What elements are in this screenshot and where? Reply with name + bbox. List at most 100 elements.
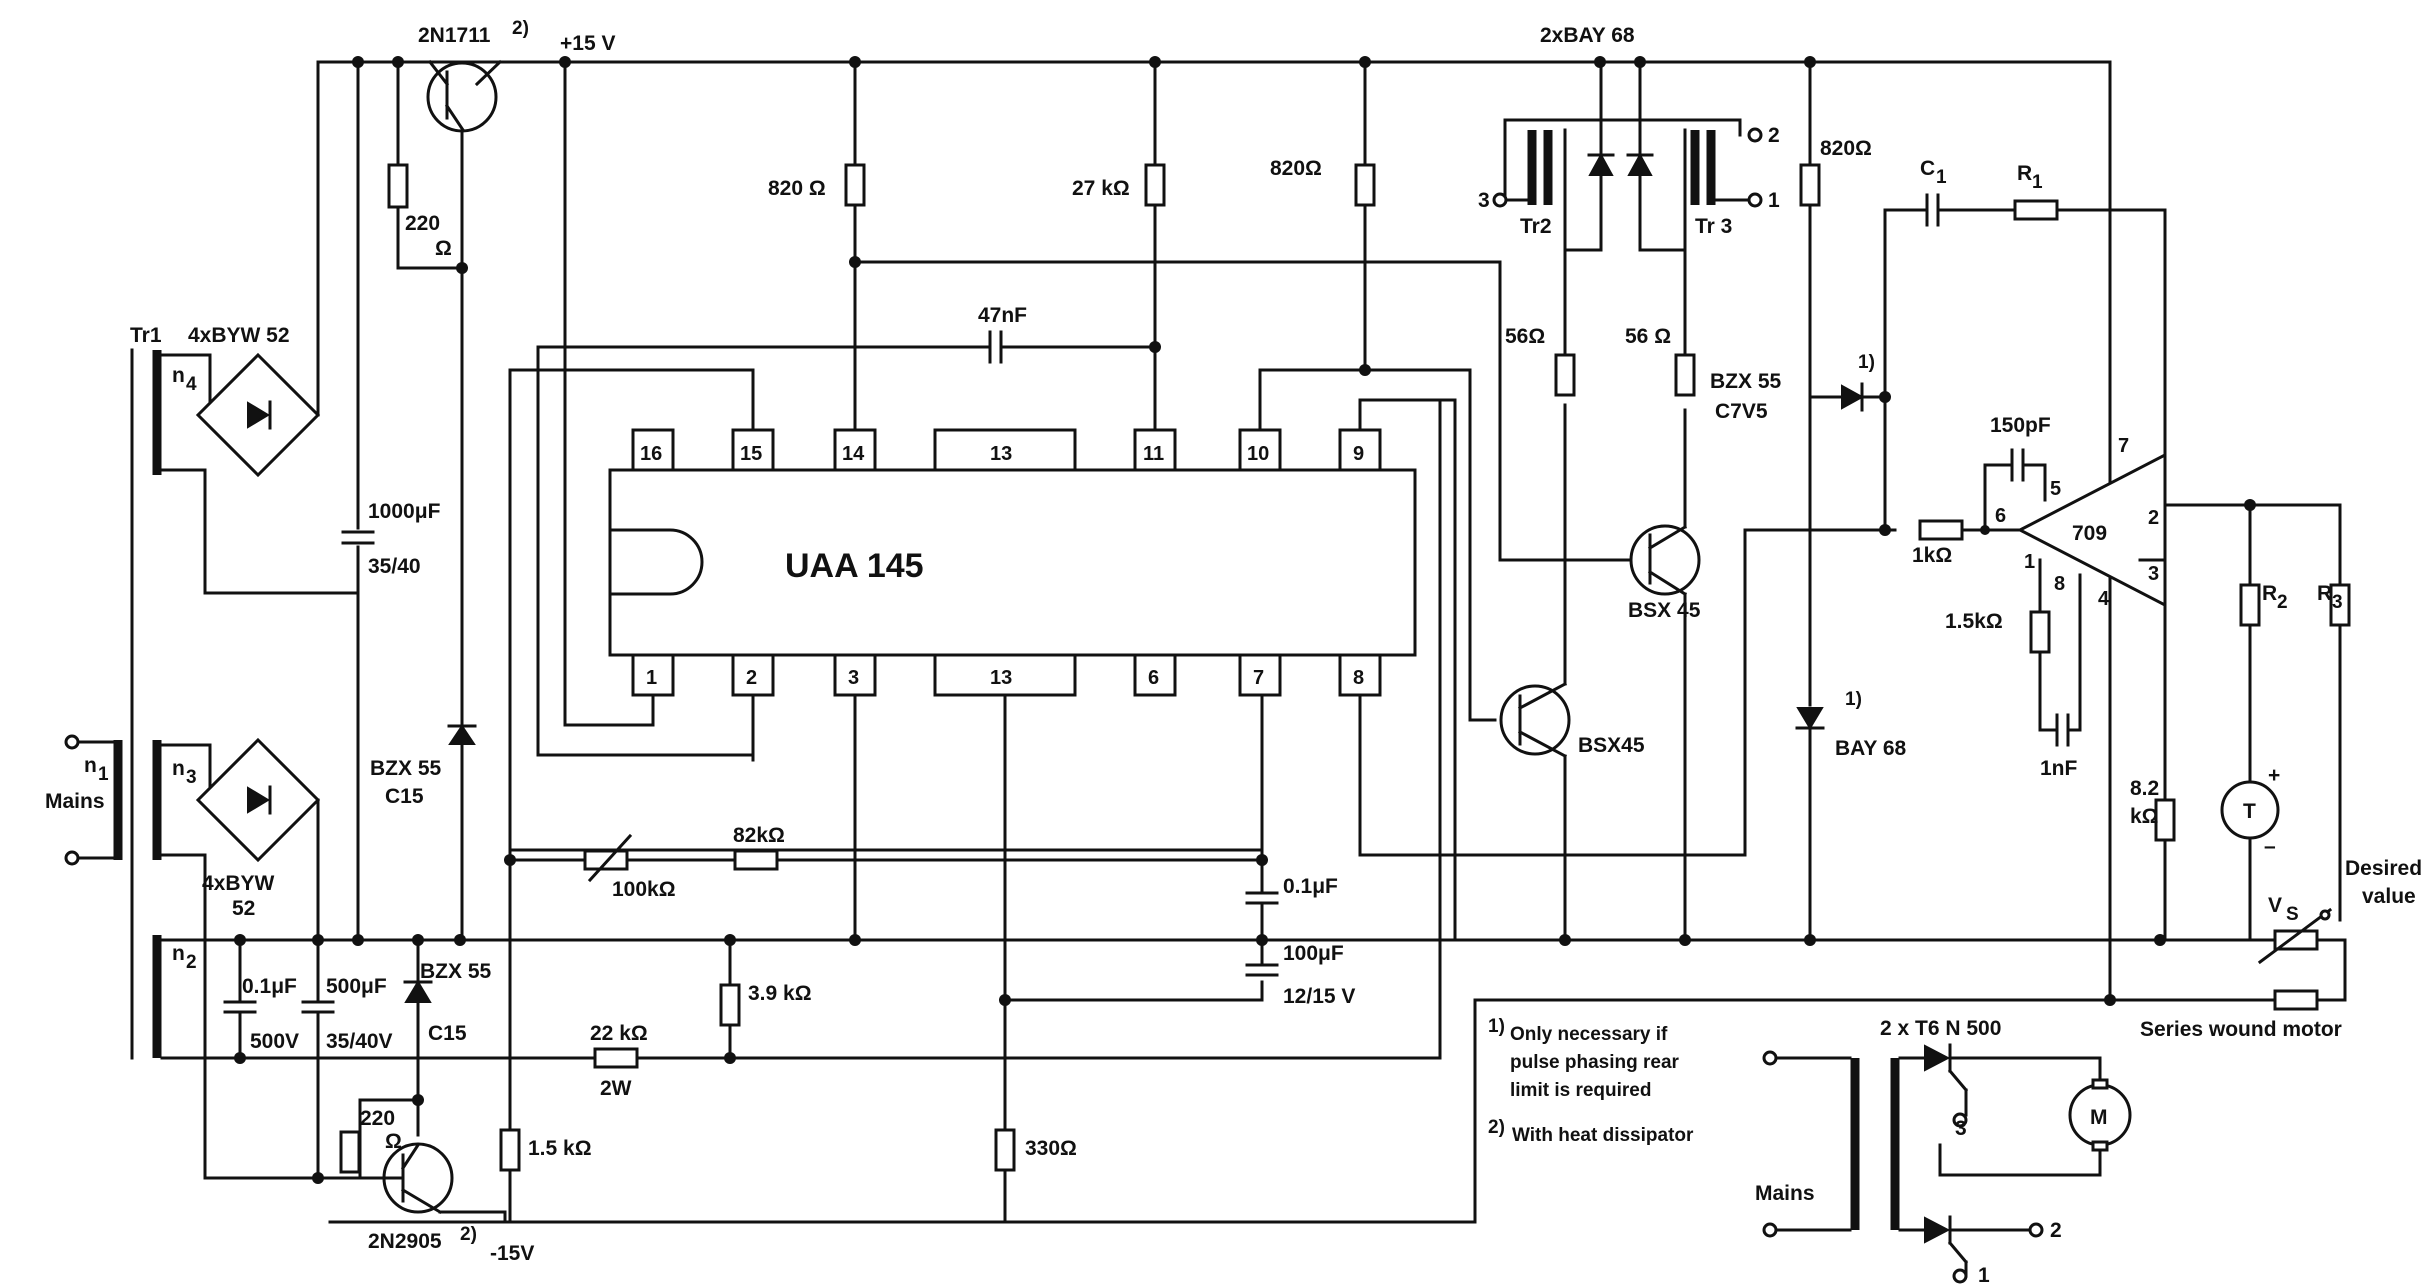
label-desired: Desired xyxy=(2345,857,2422,880)
label-bsx45-lower: BSX45 xyxy=(1578,734,1645,757)
label-c1: C xyxy=(1920,157,1935,180)
resistor-82k xyxy=(733,849,779,871)
transistor-2n2905 xyxy=(358,1142,454,1215)
potentiometer-100k xyxy=(583,849,629,871)
resistor-220-top xyxy=(387,163,409,209)
label-1000uf: 1000μF xyxy=(368,500,441,523)
label-c15-top: C15 xyxy=(385,785,424,808)
ic-pin-3: 3 xyxy=(848,667,859,689)
bridge-rectifier-bottom xyxy=(195,737,321,863)
resistor-1k5-left xyxy=(499,1128,521,1172)
resistor-56-a xyxy=(1554,353,1576,397)
resistor-1k xyxy=(1918,519,1964,541)
zener-bzx55-c15-top xyxy=(447,724,477,745)
resistor-330 xyxy=(994,1128,1016,1172)
label-footnote1-b: 1) xyxy=(1845,689,1862,710)
opamp-pin-3: 3 xyxy=(2148,563,2159,585)
label-52: 52 xyxy=(232,897,255,920)
label-56b: 56 Ω xyxy=(1625,325,1671,348)
ic-pin-10: 10 xyxy=(1247,443,1269,465)
label-100uf: 100μF xyxy=(1283,942,1344,965)
label-150pf: 150pF xyxy=(1990,414,2051,437)
ic-pin-6: 6 xyxy=(1148,667,1159,689)
ic-pin-2: 2 xyxy=(746,667,757,689)
label-vs-sub: S xyxy=(2286,904,2299,925)
opamp-pin-2: 2 xyxy=(2148,507,2159,529)
label-4xbyw52-top: 4xBYW 52 xyxy=(188,324,290,347)
label-2n2905-sup: 2) xyxy=(460,1224,477,1245)
ic-pin-15: 15 xyxy=(740,443,762,465)
label-2w: 2W xyxy=(600,1077,632,1100)
label-3k9: 3.9 kΩ xyxy=(748,982,812,1005)
label-2xbay68: 2xBAY 68 xyxy=(1540,24,1635,47)
ic-uaa145: UAA 145 16 15 14 13 11 10 9 1 2 3 13 6 7… xyxy=(608,428,1417,697)
label-220-top: 220 xyxy=(405,212,440,235)
label-thy-1: 1 xyxy=(1978,1264,1990,1284)
transistor-2n1711 xyxy=(426,59,503,272)
label-330: 330Ω xyxy=(1025,1137,1077,1160)
label-82k: 82kΩ xyxy=(733,824,785,847)
label-minus15v: -15V xyxy=(490,1242,534,1265)
ic-pin-8: 8 xyxy=(1353,667,1364,689)
label-minus: – xyxy=(2264,835,2276,858)
pulse-transformers xyxy=(1503,60,1742,252)
label-thy-3: 3 xyxy=(1955,1117,1967,1140)
resistor-27k xyxy=(1144,163,1166,207)
label-c1-sub: 1 xyxy=(1936,167,1947,188)
label-bay68: BAY 68 xyxy=(1835,737,1907,760)
mains-terminal-bottom xyxy=(64,850,80,866)
label-1k5-opamp: 1.5kΩ xyxy=(1945,610,2003,633)
label-500uf: 500μF xyxy=(326,975,387,998)
ic-pin-7: 7 xyxy=(1253,667,1264,689)
label-820c: 820Ω xyxy=(1820,137,1872,160)
label-mains-2: Mains xyxy=(1755,1182,1815,1205)
label-500v: 500V xyxy=(250,1030,299,1053)
transistor-bsx45-lower xyxy=(1499,681,1571,759)
label-bzx55-c7: BZX 55 xyxy=(1710,370,1782,393)
note2-line1: With heat dissipator xyxy=(1512,1125,1694,1146)
label-8k2-a: 8.2 xyxy=(2130,777,2159,800)
note1-sup: 1) xyxy=(1488,1016,1505,1037)
label-bzx55-top: BZX 55 xyxy=(370,757,442,780)
note1-line1: Only necessary if xyxy=(1510,1024,1668,1045)
mains-terminal-top xyxy=(64,734,80,750)
opamp-pin-4: 4 xyxy=(2098,588,2110,610)
label-2n2905: 2N2905 xyxy=(368,1230,442,1253)
label-r1: R xyxy=(2017,162,2032,185)
ic-pin-16: 16 xyxy=(640,443,662,465)
label-4xbyw: 4xBYW xyxy=(202,872,275,895)
label-56a: 56Ω xyxy=(1505,325,1545,348)
label-100k: 100kΩ xyxy=(612,878,676,901)
label-220-bottom: 220 xyxy=(360,1107,395,1130)
ic-pin-1: 1 xyxy=(646,667,657,689)
label-1k5-left: 1.5 kΩ xyxy=(528,1137,592,1160)
ic-pin-14: 14 xyxy=(842,443,865,465)
label-01uf-left: 0.1μF xyxy=(242,975,297,998)
transistor-bsx45-upper xyxy=(1629,408,1701,597)
label-r3: R xyxy=(2317,582,2332,605)
label-r1-sub: 1 xyxy=(2032,172,2043,193)
label-term-1: 1 xyxy=(1768,189,1780,212)
note2-sup: 2) xyxy=(1488,1117,1505,1138)
opamp-label: 709 xyxy=(2072,522,2107,545)
transformer-tr1 xyxy=(113,348,162,1060)
label-value: value xyxy=(2362,885,2416,908)
label-tr2: Tr2 xyxy=(1520,215,1552,238)
label-2xt6n500: 2 x T6 N 500 xyxy=(1880,1017,2001,1040)
resistor-8k2 xyxy=(2154,798,2176,842)
label-22k: 22 kΩ xyxy=(590,1022,648,1045)
label-1nf: 1nF xyxy=(2040,757,2078,780)
label-plus: + xyxy=(2268,764,2280,787)
label-n3-sub: 3 xyxy=(186,767,197,788)
label-27k: 27 kΩ xyxy=(1072,177,1130,200)
label-n4-sub: 4 xyxy=(186,374,197,395)
resistor-22k xyxy=(593,1047,639,1069)
resistor-820-a xyxy=(844,163,866,207)
ic-pin-11: 11 xyxy=(1143,443,1164,465)
label-01uf: 0.1μF xyxy=(1283,875,1338,898)
opamp-709: 709 xyxy=(2016,452,2167,608)
ic-pin-13-bottom: 13 xyxy=(990,667,1012,689)
resistor-820-b xyxy=(1354,163,1376,207)
resistor-56-b xyxy=(1674,353,1696,397)
